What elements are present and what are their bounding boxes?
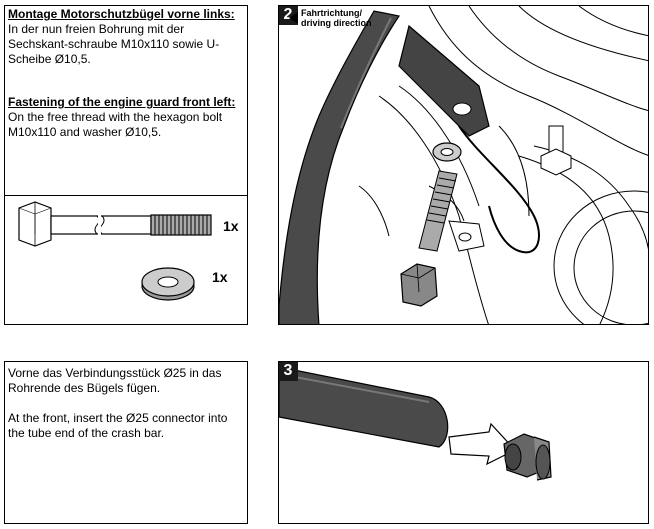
connector-insertion-drawing (279, 366, 552, 481)
instruction-english: On the free thread with the hexagon bolt… (8, 110, 223, 139)
instruction-german: In der nun freien Bohrung mit der Sechsk… (8, 22, 220, 66)
bolt-quantity: 1x (223, 218, 239, 234)
direction-german: Fahrtrichtung/ (301, 8, 362, 18)
washer-illustration (141, 267, 195, 301)
instruction-german: Vorne das Verbindungsstück Ø25 in das Ro… (8, 366, 222, 395)
parts-panel: 1x 1x (4, 195, 248, 325)
step2-illustration-panel: 2 Fahrtrichtung/ driving direction (278, 5, 649, 325)
step3-text-block: Vorne das Verbindungsstück Ø25 in das Ro… (8, 366, 244, 441)
direction-english: driving direction (301, 18, 372, 28)
step1-text-block: Montage Motorschutzbügel vorne links: In… (8, 7, 244, 140)
heading-german: Montage Motorschutzbügel vorne links: (8, 7, 235, 21)
step1-text-panel: Montage Motorschutzbügel vorne links: In… (4, 5, 248, 196)
heading-english: Fastening of the engine guard front left… (8, 95, 236, 109)
direction-arrow-icon (289, 12, 298, 24)
washer-quantity: 1x (212, 269, 228, 285)
engine-guard-mounting-drawing (279, 6, 648, 324)
driving-direction-label: Fahrtrichtung/ driving direction (301, 8, 372, 28)
hexagon-bolt-illustration (18, 201, 212, 247)
step3-illustration-panel: 3 (278, 361, 649, 524)
instruction-english: At the front, insert the Ø25 connector i… (8, 411, 228, 440)
step3-text-panel: Vorne das Verbindungsstück Ø25 in das Ro… (4, 361, 248, 524)
step3-number-badge: 3 (279, 362, 298, 381)
